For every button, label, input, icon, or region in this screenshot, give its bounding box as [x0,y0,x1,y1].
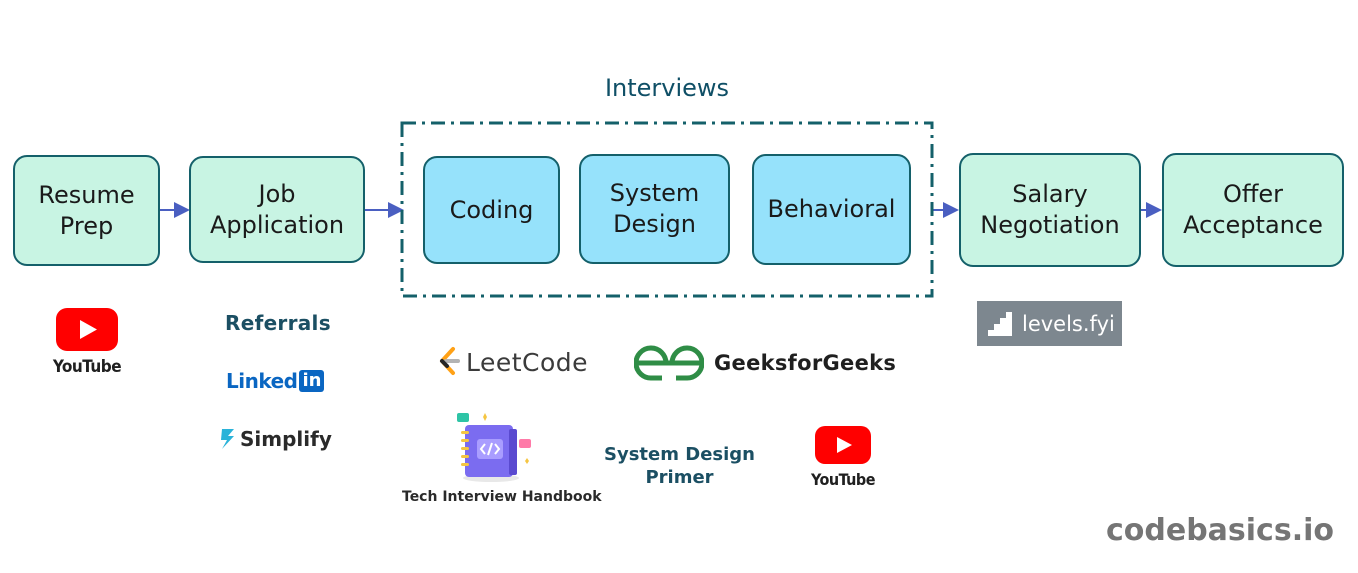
gfg-icon [634,345,704,381]
stage-job-application: Job Application [189,156,365,263]
tech-interview-handbook-icon [455,411,535,483]
referrals-label: Referrals [225,311,331,335]
codebasics-watermark: codebasics.io [1105,513,1334,548]
youtube-resource-interviews: YouTube [793,426,893,489]
youtube-resource-resume: YouTube [37,308,137,377]
stage-salary-negotiation: Salary Negotiation [959,153,1141,267]
simplify-logo: Simplify [219,427,332,451]
youtube-logo-icon [56,308,118,351]
levels-stairs-icon [988,311,1012,336]
simplify-label: Simplify [240,427,332,451]
linkedin-text: Linked [226,369,298,393]
geeksforgeeks-label: GeeksforGeeks [714,351,897,375]
geeksforgeeks-logo: GeeksforGeeks [634,345,896,381]
stage-behavioral: Behavioral [752,154,911,265]
levels-fyi-logo: levels.fyi [977,301,1122,346]
leetcode-label: LeetCode [466,347,589,377]
leetcode-logo: LeetCode [436,346,588,378]
youtube-label: YouTube [811,470,875,489]
linkedin-logo: Linked in [226,369,325,393]
tech-interview-handbook-label: Tech Interview Handbook [402,489,602,505]
linkedin-in-icon: in [299,370,325,392]
system-design-primer-label: System Design Primer [604,444,755,488]
stage-coding: Coding [423,156,560,264]
levels-fyi-label: levels.fyi [1022,311,1115,336]
stage-resume-prep: Resume Prep [13,155,160,266]
simplify-icon [221,429,234,449]
stage-offer-acceptance: Offer Acceptance [1162,153,1344,267]
stage-system-design: System Design [579,154,730,264]
leetcode-icon [440,347,460,375]
youtube-logo-icon [815,426,871,464]
interviews-title: Interviews [604,74,730,102]
youtube-label: YouTube [52,357,122,377]
